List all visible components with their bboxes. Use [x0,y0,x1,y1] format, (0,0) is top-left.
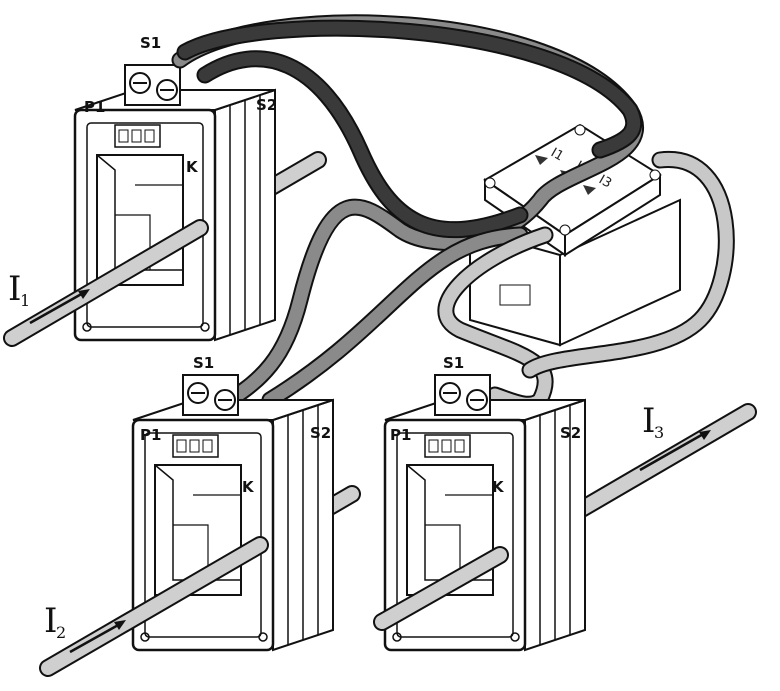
svg-text:S2: S2 [560,424,581,442]
svg-text:P1: P1 [140,426,161,444]
current-arrow-3 [639,431,706,472]
svg-text:I: I [8,269,21,309]
svg-text:S2: S2 [310,424,331,442]
current-arrow-1 [29,290,86,325]
svg-text:S1: S1 [443,354,464,372]
svg-text:K: K [242,478,255,496]
svg-text:I: I [642,401,655,441]
svg-text:1: 1 [20,291,30,310]
svg-text:K: K [186,158,199,176]
svg-text:S2: S2 [256,96,277,114]
rod-3-rear [571,403,757,519]
svg-text:P1: P1 [390,426,411,444]
svg-text:2: 2 [56,623,66,642]
arrow-icon [583,185,596,195]
arrow-icon [535,155,548,165]
rod-1-front [3,219,209,347]
svg-text:S1: S1 [193,354,214,372]
svg-text:I: I [44,601,57,641]
rod-2-front [39,536,269,677]
rod-3-front [373,430,711,631]
svg-text:K: K [492,478,505,496]
current-arrow-2 [69,622,121,654]
cables [171,14,735,413]
svg-text:P1: P1 [84,98,105,116]
svg-text:3: 3 [654,423,664,442]
svg-text:S1: S1 [140,34,161,52]
